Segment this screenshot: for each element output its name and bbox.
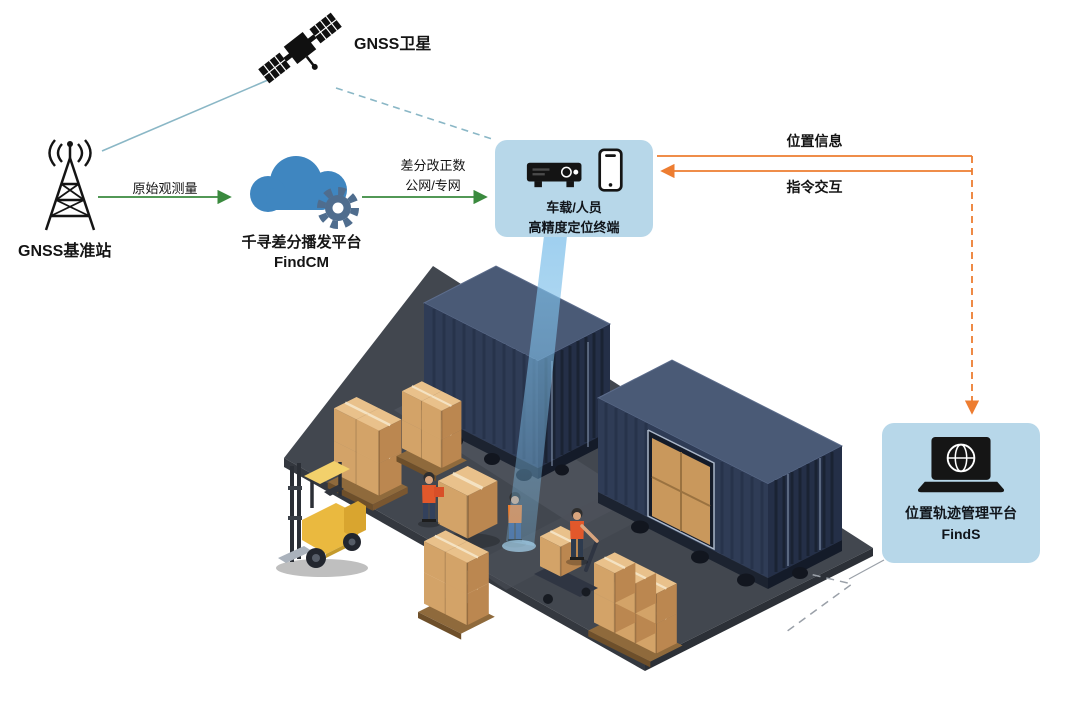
pallet-stack xyxy=(588,551,683,668)
cloud-gear-icon xyxy=(240,142,365,234)
laptop-globe-icon xyxy=(916,437,1006,503)
base-station-label: GNSS基准站 xyxy=(18,243,112,260)
radio-tower-icon xyxy=(28,136,112,236)
correction-data-label: 差分改正数 xyxy=(400,158,466,173)
correction-labels: 差分改正数 公网/专网 xyxy=(378,156,488,196)
worker xyxy=(566,508,599,566)
cloud-platform-name: 千寻差分播发平台 xyxy=(241,234,362,251)
pallet-jack xyxy=(534,524,599,604)
forklift xyxy=(276,461,368,577)
shipping-container-2 xyxy=(596,359,844,589)
satellite-label: GNSS卫星 xyxy=(354,36,432,53)
receiver-icon xyxy=(525,155,589,198)
position-info-label: 位置信息 xyxy=(786,133,843,149)
network-label: 公网/专网 xyxy=(405,178,461,194)
terminal-label-line2: 高精度定位终端 xyxy=(528,219,620,235)
cloud-platform-product: FindCM xyxy=(274,254,329,272)
satellite-icon xyxy=(252,6,348,94)
smartphone-icon xyxy=(597,148,624,198)
worker xyxy=(418,472,444,528)
gear-icon xyxy=(317,187,359,229)
pallet-stack xyxy=(418,529,495,640)
terminal-label-line1: 车载/人员 xyxy=(546,200,602,215)
terminal-node: 车载/人员 高精度定位终端 xyxy=(495,140,653,237)
warehouse-illustration xyxy=(276,265,873,671)
cloud-platform-label: 千寻差分播发平台 FindCM xyxy=(214,233,389,274)
management-platform-node: 位置轨迹管理平台 FindS xyxy=(882,423,1040,563)
platform-product: FindS xyxy=(941,526,981,542)
satellite-to-base-link xyxy=(101,79,269,152)
command-interaction-label: 指令交互 xyxy=(786,179,843,195)
satellite-to-terminal-link xyxy=(335,87,493,140)
platform-name: 位置轨迹管理平台 xyxy=(905,505,1017,521)
raw-observation-label: 原始观测量 xyxy=(132,181,198,196)
